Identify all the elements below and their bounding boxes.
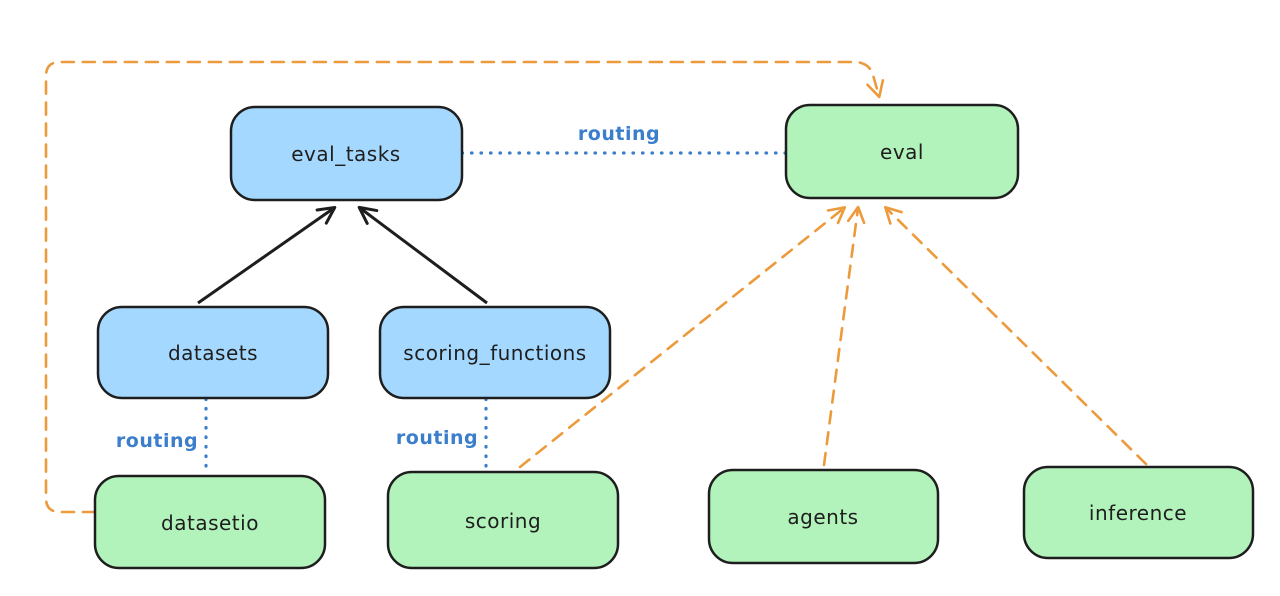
node-datasets-label: datasets bbox=[168, 341, 258, 365]
node-inference: inference bbox=[1022, 465, 1255, 560]
node-datasets-box bbox=[96, 305, 330, 400]
node-datasetio-label: datasetio bbox=[161, 511, 259, 535]
edge-label-routing-datasets: routing bbox=[116, 430, 198, 452]
node-scoring-label: scoring bbox=[465, 509, 541, 533]
node-agents-box bbox=[707, 468, 940, 565]
node-agents-label: agents bbox=[787, 505, 858, 529]
node-eval-box bbox=[784, 103, 1020, 200]
node-inference-label: inference bbox=[1089, 501, 1187, 525]
edge-datasetio-to-eval bbox=[44, 60, 885, 514]
node-scoring-functions-label: scoring_functions bbox=[403, 341, 586, 365]
node-eval: eval bbox=[784, 103, 1020, 200]
node-scoring-functions: scoring_functions bbox=[378, 305, 612, 400]
edge-scoring-functions-to-eval-tasks bbox=[357, 205, 488, 305]
node-inference-box bbox=[1022, 465, 1255, 560]
node-eval-tasks-label: eval_tasks bbox=[291, 142, 400, 166]
node-eval-tasks: eval_tasks bbox=[229, 105, 464, 202]
node-datasetio: datasetio bbox=[93, 474, 327, 570]
edge-agents-to-eval bbox=[822, 205, 866, 467]
node-eval-tasks-box bbox=[229, 105, 464, 202]
edge-label-routing-scoring: routing bbox=[396, 427, 478, 449]
node-datasets: datasets bbox=[96, 305, 330, 400]
edge-datasets-to-eval-tasks bbox=[197, 205, 337, 305]
edge-scoring-to-eval bbox=[518, 206, 847, 469]
node-scoring: scoring bbox=[386, 470, 620, 570]
node-agents: agents bbox=[707, 468, 940, 565]
edge-label-routing-top: routing bbox=[578, 123, 660, 145]
node-eval-label: eval bbox=[880, 140, 924, 164]
edge-inference-to-eval bbox=[883, 205, 1148, 466]
node-scoring-functions-box bbox=[378, 305, 612, 400]
node-scoring-box bbox=[386, 470, 620, 570]
node-datasetio-box bbox=[93, 474, 327, 570]
